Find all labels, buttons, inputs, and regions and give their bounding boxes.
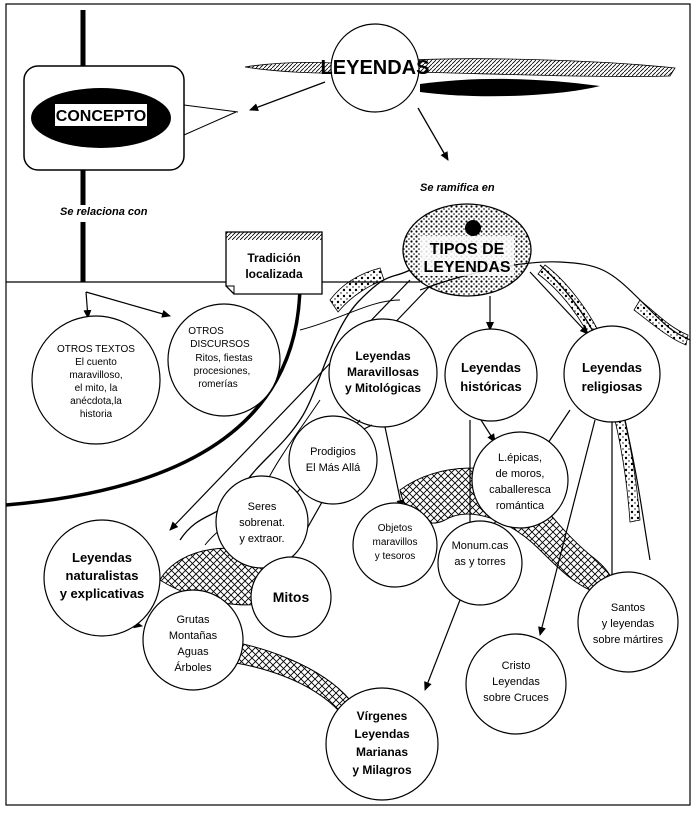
tradicion-card-fold — [226, 285, 235, 294]
epicas-node — [471, 431, 569, 529]
epicas-line2: de moros, — [496, 468, 545, 480]
santos-line2: y leyendas — [602, 618, 655, 630]
seres-line1: Seres — [248, 501, 277, 513]
santos-line3: sobre mártires — [593, 634, 664, 646]
epicas-line3: caballeresca — [489, 484, 552, 496]
objetos-line2: maravillos — [372, 537, 417, 548]
title-streak-right — [409, 58, 676, 77]
otros-textos-line5: anécdota,la — [70, 396, 122, 407]
grutas-node — [142, 589, 244, 691]
otros-discursos-line2: DISCURSOS — [190, 339, 250, 350]
monumentos-line2: as y torres — [454, 556, 506, 568]
naturalistas-node — [43, 519, 161, 637]
title-circle — [330, 23, 420, 113]
grutas-line1: Grutas — [176, 614, 210, 626]
edge-tipos-religiosas — [529, 271, 589, 335]
cristo-node — [465, 633, 567, 735]
concept-tick-1 — [183, 104, 239, 113]
otros-discursos-line1: OTROS — [188, 326, 224, 337]
epicas-line1: L.épicas, — [498, 452, 542, 464]
virgenes-line3: Marianas — [356, 745, 408, 759]
objetos-node — [352, 502, 438, 588]
naturalistas-line2: naturalistas — [66, 568, 139, 583]
epicas-line4: romántica — [496, 500, 545, 512]
tipos-label-bg — [420, 236, 514, 276]
objetos-line1: Objetos — [378, 523, 412, 534]
title-shadow-streak — [420, 78, 600, 97]
otros-textos-line4: el mito, la — [75, 383, 118, 394]
virgenes-line2: Leyendas — [354, 727, 410, 741]
prodigios-node — [288, 415, 378, 505]
monumentos-node — [437, 520, 523, 606]
cristo-line3: sobre Cruces — [483, 692, 549, 704]
otros-textos-line1: OTROS TEXTOS — [57, 344, 135, 355]
edge-monumentos-virgenes — [424, 599, 461, 691]
historicas-line2: históricas — [460, 379, 521, 394]
concept-label: CONCEPTO — [56, 108, 146, 125]
edge-historicas-epicas — [480, 419, 496, 443]
naturalistas-line1: Leyendas — [72, 550, 132, 565]
edge-stem-textos — [83, 291, 92, 319]
maravillosas-line1: Leyendas — [355, 349, 411, 363]
edge-leyendas-concepto — [249, 81, 326, 111]
edge-label-relaciona: Se relaciona con — [60, 206, 148, 218]
historicas-node — [444, 328, 538, 422]
edge-label-ramifica: Se ramifica en — [420, 182, 495, 194]
virgenes-line4: y Milagros — [352, 763, 412, 777]
edge-religiosas-cristo — [538, 419, 596, 636]
frame-border — [5, 3, 691, 806]
otros-discursos-line3: Ritos, fiestas — [195, 353, 252, 364]
otros-discursos-node — [167, 303, 281, 417]
virgenes-line1: Vírgenes — [357, 709, 408, 723]
prodigios-line1: Prodigios — [310, 446, 356, 458]
virgenes-node — [325, 687, 439, 801]
seres-line3: y extraor. — [239, 533, 284, 545]
tradicion-line1: Tradición — [247, 251, 300, 265]
mitos-line1: Mitos — [273, 589, 310, 605]
maravillosas-line2: Maravillosas — [347, 365, 419, 379]
grutas-line4: Árboles — [174, 661, 212, 674]
otros-textos-node — [31, 315, 161, 445]
otros-discursos-line5: romerías — [198, 379, 237, 390]
historicas-line1: Leyendas — [461, 360, 521, 375]
ridge-texture-1 — [329, 267, 385, 313]
otros-textos-line6: historia — [80, 409, 113, 420]
edge-leyendas-tipos — [417, 107, 449, 161]
grutas-line3: Aguas — [177, 646, 209, 658]
otros-textos-line3: maravilloso, — [69, 370, 122, 381]
tipos-line1: TIPOS DE — [430, 241, 505, 258]
tradicion-line2: localizada — [245, 267, 303, 281]
concept-tick-2 — [183, 111, 237, 136]
tradicion-card-top — [226, 232, 322, 240]
ridge-texture-4 — [633, 299, 689, 346]
edge-maravillosas-objetos — [384, 426, 405, 509]
edge-stem-discursos — [85, 291, 171, 318]
concept-label-bg — [55, 104, 147, 126]
naturalistas-line3: y explicativas — [60, 586, 145, 601]
religiosas-line2: religiosas — [582, 379, 643, 394]
seres-node — [215, 475, 309, 569]
monumentos-line1: Monum.cas — [452, 540, 509, 552]
maravillosas-line3: y Mitológicas — [345, 381, 421, 395]
santos-node — [577, 571, 679, 673]
domain-arc — [5, 281, 302, 507]
mitos-node — [250, 556, 332, 638]
title-text: LEYENDAS — [321, 57, 430, 79]
objetos-line3: y tesoros — [375, 551, 416, 562]
maravillosas-node — [328, 318, 438, 428]
cristo-line1: Cristo — [502, 660, 531, 672]
tipos-dot — [465, 220, 481, 236]
prodigios-line2: El Más Allá — [306, 462, 361, 474]
seres-line2: sobrenat. — [239, 517, 285, 529]
religiosas-line1: Leyendas — [582, 360, 642, 375]
tipos-line2: LEYENDAS — [423, 259, 510, 276]
otros-discursos-line4: procesiones, — [194, 366, 251, 377]
grutas-line2: Montañas — [169, 630, 218, 642]
santos-line1: Santos — [611, 602, 646, 614]
otros-textos-line2: El cuento — [75, 357, 117, 368]
cristo-line2: Leyendas — [492, 676, 540, 688]
